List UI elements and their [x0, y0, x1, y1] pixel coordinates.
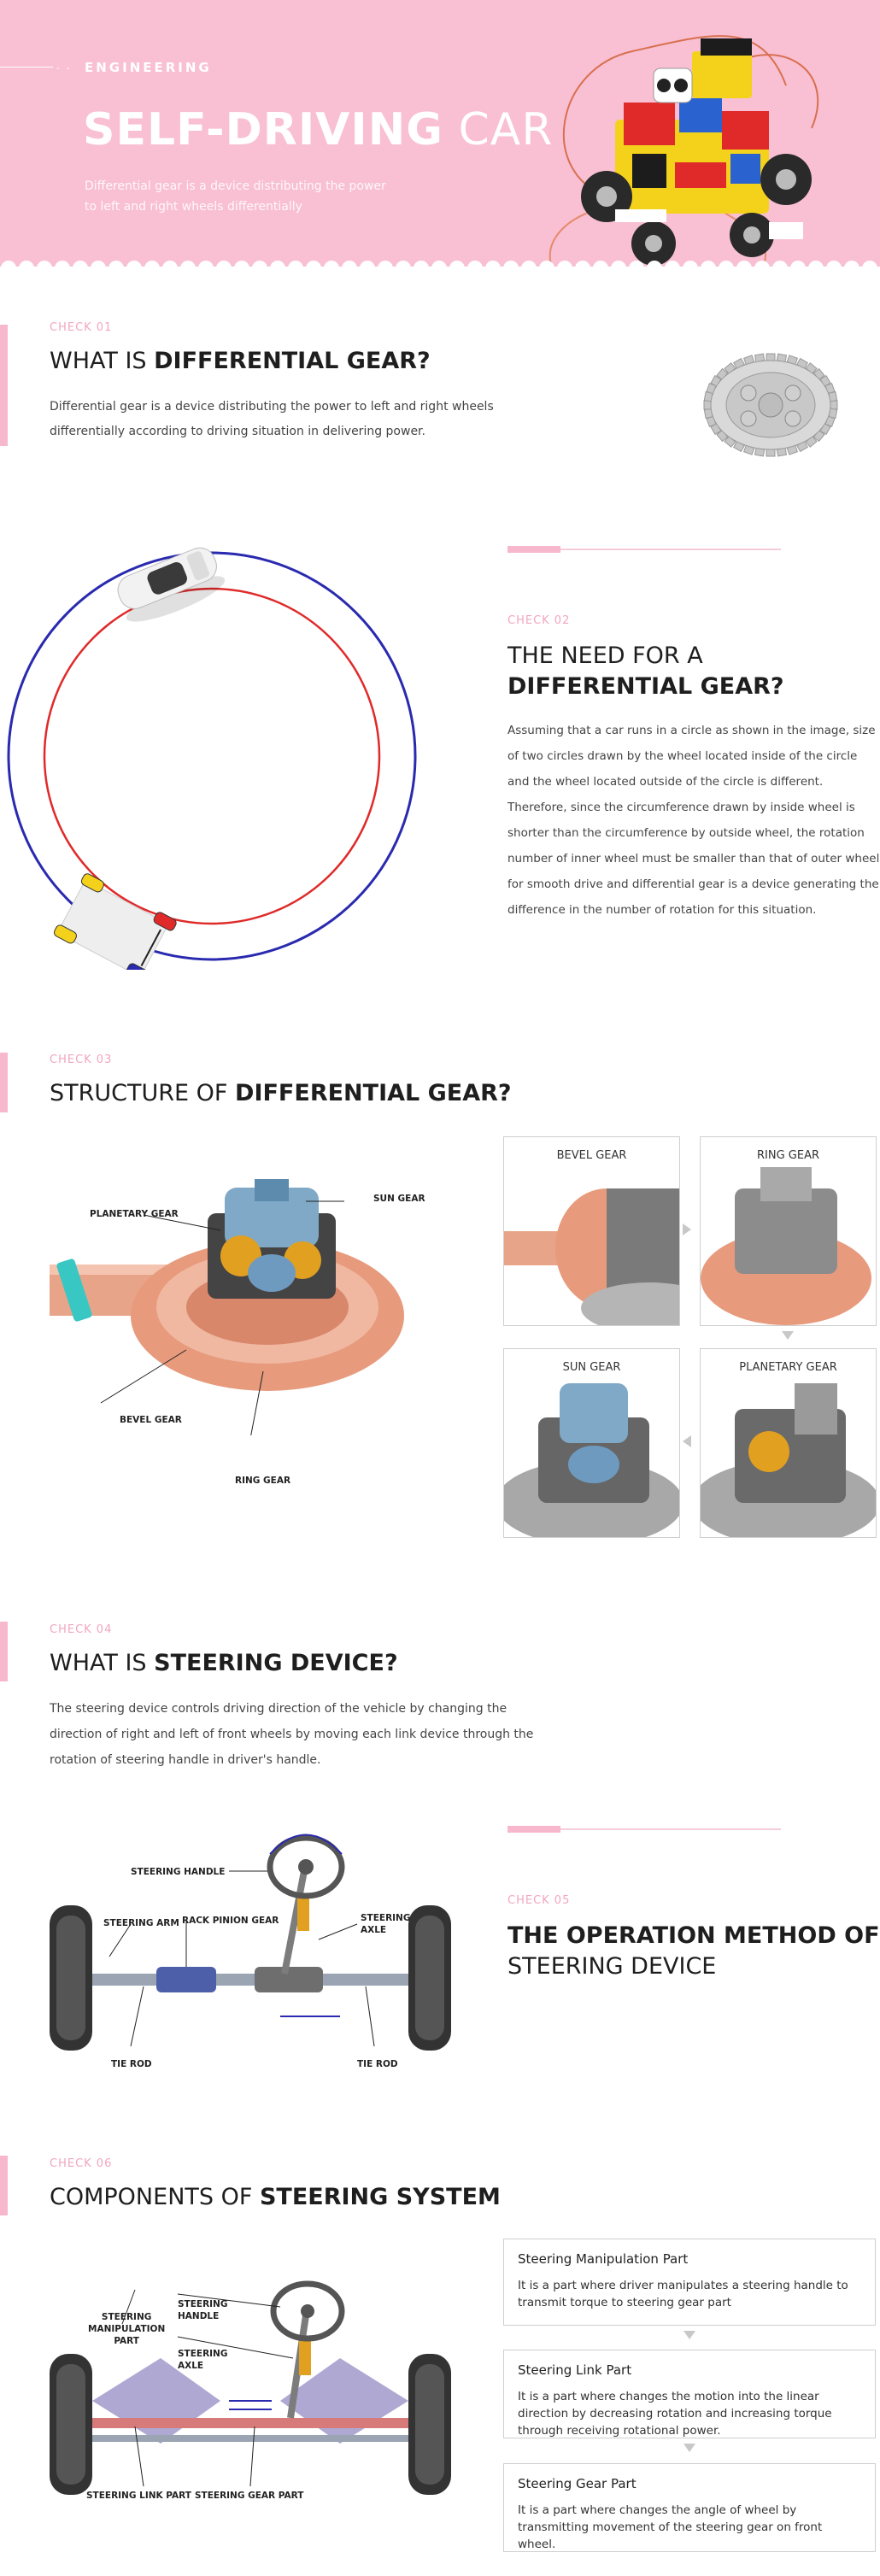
- robot-car-image: [549, 35, 819, 272]
- gear-illustration: [703, 353, 838, 457]
- label-steering-axle-1: STEERING: [361, 1913, 411, 1923]
- label-axle-6-1: STEERING: [178, 2349, 228, 2359]
- component-steering-manipulation: Steering Manipulation Part It is a part …: [503, 2239, 876, 2326]
- arrow-down: [683, 2331, 695, 2339]
- arrow-down: [782, 1331, 794, 1340]
- component-desc: It is a part where changes the motion in…: [518, 2390, 832, 2438]
- section3-heading: STRUCTURE OF DIFFERENTIAL GEAR?: [50, 1080, 512, 1106]
- label-steering-axle: STEERING AXLE: [361, 1912, 410, 1936]
- section1-text: Differential gear is a device distributi…: [50, 400, 494, 438]
- section4-heading: WHAT IS STEERING DEVICE?: [50, 1650, 398, 1676]
- box-ring-gear: RING GEAR: [700, 1136, 877, 1326]
- label-manip-2: MANIPULATION: [88, 2324, 166, 2334]
- component-desc: It is a part where changes the angle of …: [518, 2503, 823, 2551]
- section5-top-bar: [507, 1826, 781, 1833]
- section6-side-mark: [0, 2156, 8, 2215]
- hero-title-light: CAR: [443, 104, 554, 155]
- hero-scallop-edge: [0, 261, 880, 272]
- section1-heading-light: WHAT IS: [50, 348, 155, 374]
- label-axle-6-2: AXLE: [178, 2361, 204, 2371]
- hero-description: Differential gear is a device distributi…: [85, 179, 386, 214]
- section5-check: CHECK 05: [507, 1894, 571, 1907]
- label-steering-gear-part: STEERING GEAR PART: [195, 2491, 304, 2501]
- section2-heading: THE NEED FOR A DIFFERENTIAL GEAR?: [507, 641, 784, 702]
- box-bevel-gear: BEVEL GEAR: [503, 1136, 680, 1326]
- label-bevel-gear: BEVEL GEAR: [120, 1415, 182, 1425]
- box-ring-gear-label: RING GEAR: [756, 1149, 819, 1162]
- label-rack-pinion-gear: RACK PINION GEAR: [182, 1916, 279, 1926]
- section4-heading-light: WHAT IS: [50, 1650, 155, 1676]
- section2-text: Assuming that a car runs in a circle as …: [507, 724, 880, 917]
- section1-heading-bold: DIFFERENTIAL GEAR?: [154, 348, 431, 374]
- section1-check: CHECK 01: [50, 321, 113, 334]
- label-steering-axle-2: STEERING AXLE: [178, 2348, 227, 2372]
- box-planetary-gear-label: PLANETARY GEAR: [739, 1361, 837, 1374]
- label-steering-link-part: STEERING LINK PART: [86, 2491, 191, 2501]
- label-steering-manipulation-part: STEERING MANIPULATION PART: [88, 2311, 165, 2347]
- section5-heading-light: STEERING DEVICE: [507, 1953, 717, 1980]
- box-sun-gear: SUN GEAR: [503, 1348, 680, 1538]
- label-steering-arm: STEERING ARM: [103, 1918, 179, 1928]
- box-sun-gear-label: SUN GEAR: [562, 1361, 621, 1374]
- label-planetary-gear: PLANETARY GEAR: [90, 1209, 179, 1219]
- section2-top-bar: [507, 546, 781, 553]
- section3-side-mark: [0, 1053, 8, 1112]
- section4-text: The steering device controls driving dir…: [50, 1702, 534, 1767]
- inner-wheel-circle: [43, 587, 381, 925]
- label-steering-handle: STEERING HANDLE: [131, 1867, 226, 1877]
- section6-check: CHECK 06: [50, 2157, 113, 2170]
- label-handle-1: STEERING: [178, 2299, 228, 2309]
- section1-heading: WHAT IS DIFFERENTIAL GEAR?: [50, 348, 431, 374]
- label-ring-gear: RING GEAR: [235, 1476, 291, 1486]
- section3-heading-bold: DIFFERENTIAL GEAR?: [235, 1080, 512, 1106]
- section5-heading: THE OPERATION METHOD OF STEERING DEVICE: [507, 1921, 880, 1982]
- component-steering-link: Steering Link Part It is a part where ch…: [503, 2350, 876, 2438]
- component-desc: It is a part where driver manipulates a …: [518, 2279, 848, 2309]
- section1-side-mark: [0, 325, 8, 446]
- wheel-base-diagram: [53, 873, 177, 970]
- section4-side-mark: [0, 1622, 8, 1681]
- label-tie-rod-right: TIE ROD: [357, 2059, 398, 2069]
- section6-heading: COMPONENTS OF STEERING SYSTEM: [50, 2184, 501, 2210]
- hero-title: SELF-DRIVING CAR: [83, 104, 554, 155]
- car-image: [117, 547, 226, 622]
- label-steering-handle-2: STEERING HANDLE: [178, 2298, 227, 2322]
- label-manip-3: PART: [114, 2336, 139, 2346]
- circle-track-diagram: [7, 547, 417, 970]
- section6-heading-light: COMPONENTS OF: [50, 2184, 260, 2210]
- section5-heading-bold: THE OPERATION METHOD OF: [507, 1922, 880, 1949]
- section4-check: CHECK 04: [50, 1623, 113, 1636]
- hero-kicker: ENGINEERING: [85, 60, 212, 75]
- hero-decor-dots: - -: [56, 62, 72, 73]
- section2-heading-line2: DIFFERENTIAL GEAR?: [507, 673, 784, 700]
- section4-heading-bold: STEERING DEVICE?: [154, 1650, 398, 1676]
- component-title: Steering Manipulation Part: [518, 2251, 689, 2267]
- hero-title-bold: SELF-DRIVING: [83, 104, 443, 155]
- label-handle-2: HANDLE: [178, 2311, 220, 2321]
- hero-banner: - - ENGINEERING SELF-DRIVING CAR Differe…: [0, 0, 880, 272]
- component-title: Steering Gear Part: [518, 2476, 637, 2491]
- label-manip-1: STEERING: [101, 2312, 152, 2322]
- arrow-left: [683, 1435, 691, 1447]
- differential-gear-diagram: [50, 1179, 404, 1435]
- component-steering-gear: Steering Gear Part It is a part where ch…: [503, 2463, 876, 2552]
- section2-heading-line1: THE NEED FOR A: [507, 643, 703, 669]
- section2-check: CHECK 02: [507, 614, 571, 627]
- box-bevel-gear-label: BEVEL GEAR: [556, 1149, 627, 1162]
- section3-heading-light: STRUCTURE OF: [50, 1080, 236, 1106]
- outer-wheel-circle: [7, 551, 417, 961]
- section6-heading-bold: STEERING SYSTEM: [259, 2184, 501, 2210]
- label-steering-axle-2: AXLE: [361, 1925, 387, 1935]
- component-title: Steering Link Part: [518, 2362, 632, 2378]
- section3-check: CHECK 03: [50, 1053, 113, 1066]
- label-sun-gear: SUN GEAR: [373, 1194, 425, 1204]
- arrow-right: [683, 1223, 691, 1235]
- label-tie-rod-left: TIE ROD: [111, 2059, 152, 2069]
- steering-system-diagram: [50, 2280, 451, 2495]
- arrow-down: [683, 2444, 695, 2452]
- steering-device-diagram: [50, 1834, 451, 2051]
- box-planetary-gear: PLANETARY GEAR: [700, 1348, 877, 1538]
